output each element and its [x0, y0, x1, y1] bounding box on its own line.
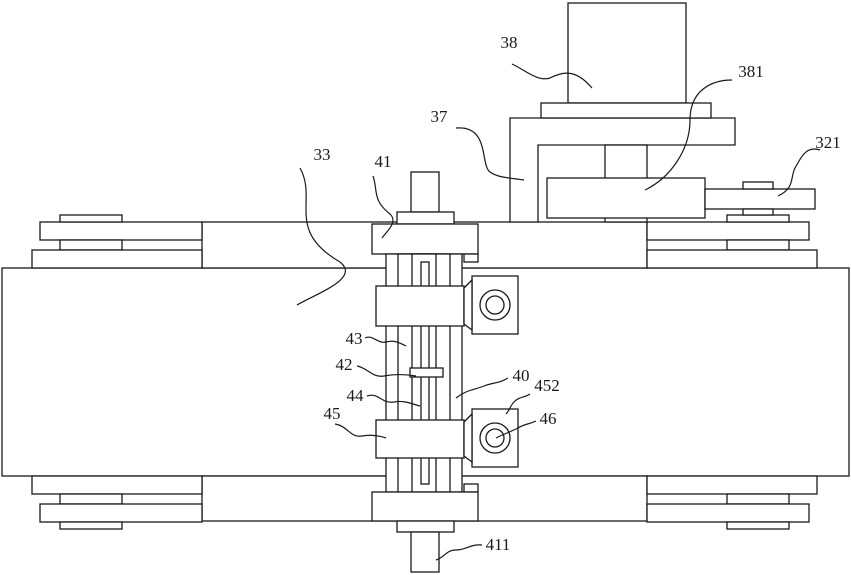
label-37: 37: [431, 107, 449, 126]
top-block-41: [372, 224, 478, 254]
lower-clamp-plate-45: [376, 420, 464, 458]
gearbox-381: [547, 178, 705, 218]
label-41: 41: [375, 152, 392, 171]
bottom-shaft-411: [411, 532, 439, 572]
label-33: 33: [314, 145, 331, 164]
label-45: 45: [324, 404, 341, 423]
upper-side-block: [472, 276, 518, 334]
drive-arm-321: [705, 182, 815, 215]
lower-side-connector: [464, 414, 472, 462]
top-block-tab: [464, 254, 478, 262]
top-nut: [397, 212, 454, 224]
bottom-block: [372, 492, 478, 521]
left-upper-roller-assembly: [32, 215, 202, 268]
label-46: 46: [540, 409, 557, 428]
upper-clamp-plate: [376, 286, 464, 326]
label-411: 411: [486, 535, 511, 554]
motor-flange: [541, 103, 711, 118]
left-lower-roller-assembly: [32, 476, 202, 529]
leader-411: [436, 545, 482, 560]
motor-38: [568, 3, 686, 103]
bottom-nut: [397, 521, 454, 532]
label-452: 452: [534, 376, 560, 395]
right-lower-roller-assembly: [647, 476, 817, 529]
label-38: 38: [501, 33, 518, 52]
label-40: 40: [513, 366, 530, 385]
label-381: 381: [738, 62, 764, 81]
label-43: 43: [346, 329, 363, 348]
side-block-452: [472, 409, 518, 467]
label-44: 44: [347, 386, 365, 405]
label-321: 321: [815, 133, 841, 152]
top-shaft: [411, 172, 439, 212]
upper-side-connector: [464, 280, 472, 330]
right-upper-roller-assembly: [647, 215, 817, 268]
label-42: 42: [336, 355, 353, 374]
bottom-block-tab: [464, 484, 478, 492]
